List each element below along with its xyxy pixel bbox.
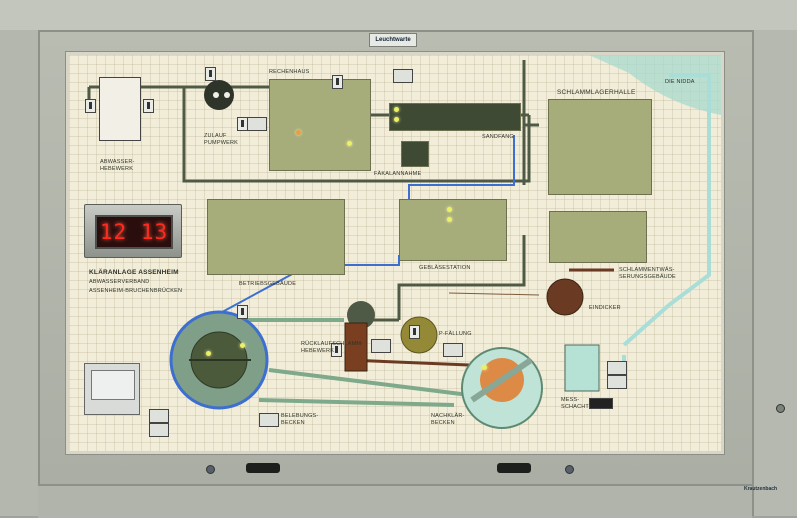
- label-abwasser-hebewerk: ABWASSER- HEBEWERK: [100, 159, 135, 172]
- messschacht-block: [564, 344, 600, 392]
- cabinet-top: [0, 0, 797, 32]
- status-led: [394, 117, 399, 122]
- label-klaeranlage: KLÄRANLAGE ASSENHEIM: [89, 269, 179, 276]
- cabinet-left-door: [0, 30, 40, 516]
- rechenhaus-block: [269, 79, 371, 171]
- status-indicator: [331, 343, 342, 357]
- cabinet-right-door: [752, 30, 797, 516]
- label-die-nidda: DIE NIDDA: [665, 79, 695, 85]
- schlammentwaesserung-block: [549, 211, 647, 263]
- faekalannahme-block: [401, 141, 429, 167]
- eindicker-tank: [546, 278, 584, 316]
- status-led: [447, 217, 452, 222]
- label-rechenhaus: RECHENHAUS: [269, 69, 310, 75]
- flow-meter: [259, 413, 279, 427]
- door-handle-right[interactable]: [497, 463, 531, 473]
- door-handle-left[interactable]: [246, 463, 280, 473]
- label-zulauf-pumpwerk: ZULAUF PUMPWERK: [204, 133, 238, 146]
- schlammlagerhalle-block: [548, 99, 652, 195]
- label-faekalannahme: FÄKALANNAHME: [374, 171, 422, 177]
- betriebsgebaeude-block: [207, 199, 345, 275]
- label-schlammlagerhalle: SCHLAMMLAGERHALLE: [557, 89, 636, 96]
- corner-brand: Krautzenbach: [744, 486, 778, 492]
- status-indicator: [332, 75, 343, 89]
- sandfang-block: [389, 103, 521, 131]
- status-indicator: [237, 305, 248, 319]
- digital-counter: [589, 398, 613, 409]
- chart-recorder: [84, 363, 140, 415]
- flow-meter: [607, 375, 627, 389]
- label-p-faellung: P-FÄLLUNG: [439, 331, 472, 337]
- status-indicator: [85, 99, 96, 113]
- lock-icon[interactable]: [206, 465, 215, 474]
- river-nidda: [589, 55, 721, 115]
- ruecklauf-hebewerk: [344, 322, 368, 372]
- label-nachklaerbecken: NACHKLÄR- BECKEN: [431, 413, 465, 426]
- digital-clock: 12 13: [84, 204, 182, 258]
- mimic-panel: RECHENHAUS ABWASSER- HEBEWERK ZULAUF PUM…: [66, 52, 777, 492]
- status-led: [347, 141, 352, 146]
- flow-meter: [443, 343, 463, 357]
- label-sandfang: SANDFANG: [482, 134, 514, 140]
- label-schlammentwaesserung: SCHLAMMENTWÄS- SERUNGSGEBÄUDE: [619, 267, 676, 280]
- cabinet-bottom: [38, 484, 752, 518]
- flow-meter: [393, 69, 413, 83]
- label-ruecklauf: RÜCKLAUFSCHLAMM- HEBEWERK: [301, 341, 364, 354]
- label-betriebsgebaeude: BETRIEBSGEBÄUDE: [239, 281, 297, 287]
- status-led: [447, 207, 452, 212]
- abwasser-hebewerk-block: [99, 77, 141, 141]
- label-verband: ABWASSERVERBAND: [89, 279, 150, 285]
- status-indicator: [409, 325, 420, 339]
- status-led: [296, 130, 301, 135]
- label-eindicker: EINDICKER: [589, 305, 621, 311]
- status-led: [240, 343, 245, 348]
- flow-meter: [607, 361, 627, 375]
- status-indicator: [205, 67, 216, 81]
- flow-meter: [371, 339, 391, 353]
- label-geblaesestation: GEBLÄSESTATION: [419, 265, 471, 271]
- flow-meter: [149, 423, 169, 437]
- geblaesestation-block: [399, 199, 507, 261]
- key-icon[interactable]: [776, 404, 785, 413]
- flow-meter: [247, 117, 267, 131]
- status-led: [482, 365, 487, 370]
- lock-icon[interactable]: [565, 465, 574, 474]
- brand-plate: Leuchtwarte: [369, 33, 417, 47]
- clock-display: 12 13: [95, 215, 173, 249]
- label-ort: ASSENHEIM-BRUCHENBRÜCKEN: [89, 288, 183, 294]
- label-belebungsbecken: BELEBUNGS- BECKEN: [281, 413, 319, 426]
- status-led: [206, 351, 211, 356]
- recorder-window: [91, 370, 135, 400]
- status-led: [394, 107, 399, 112]
- label-messschacht: MESS- SCHACHT: [561, 397, 589, 410]
- status-indicator: [143, 99, 154, 113]
- flow-meter: [149, 409, 169, 423]
